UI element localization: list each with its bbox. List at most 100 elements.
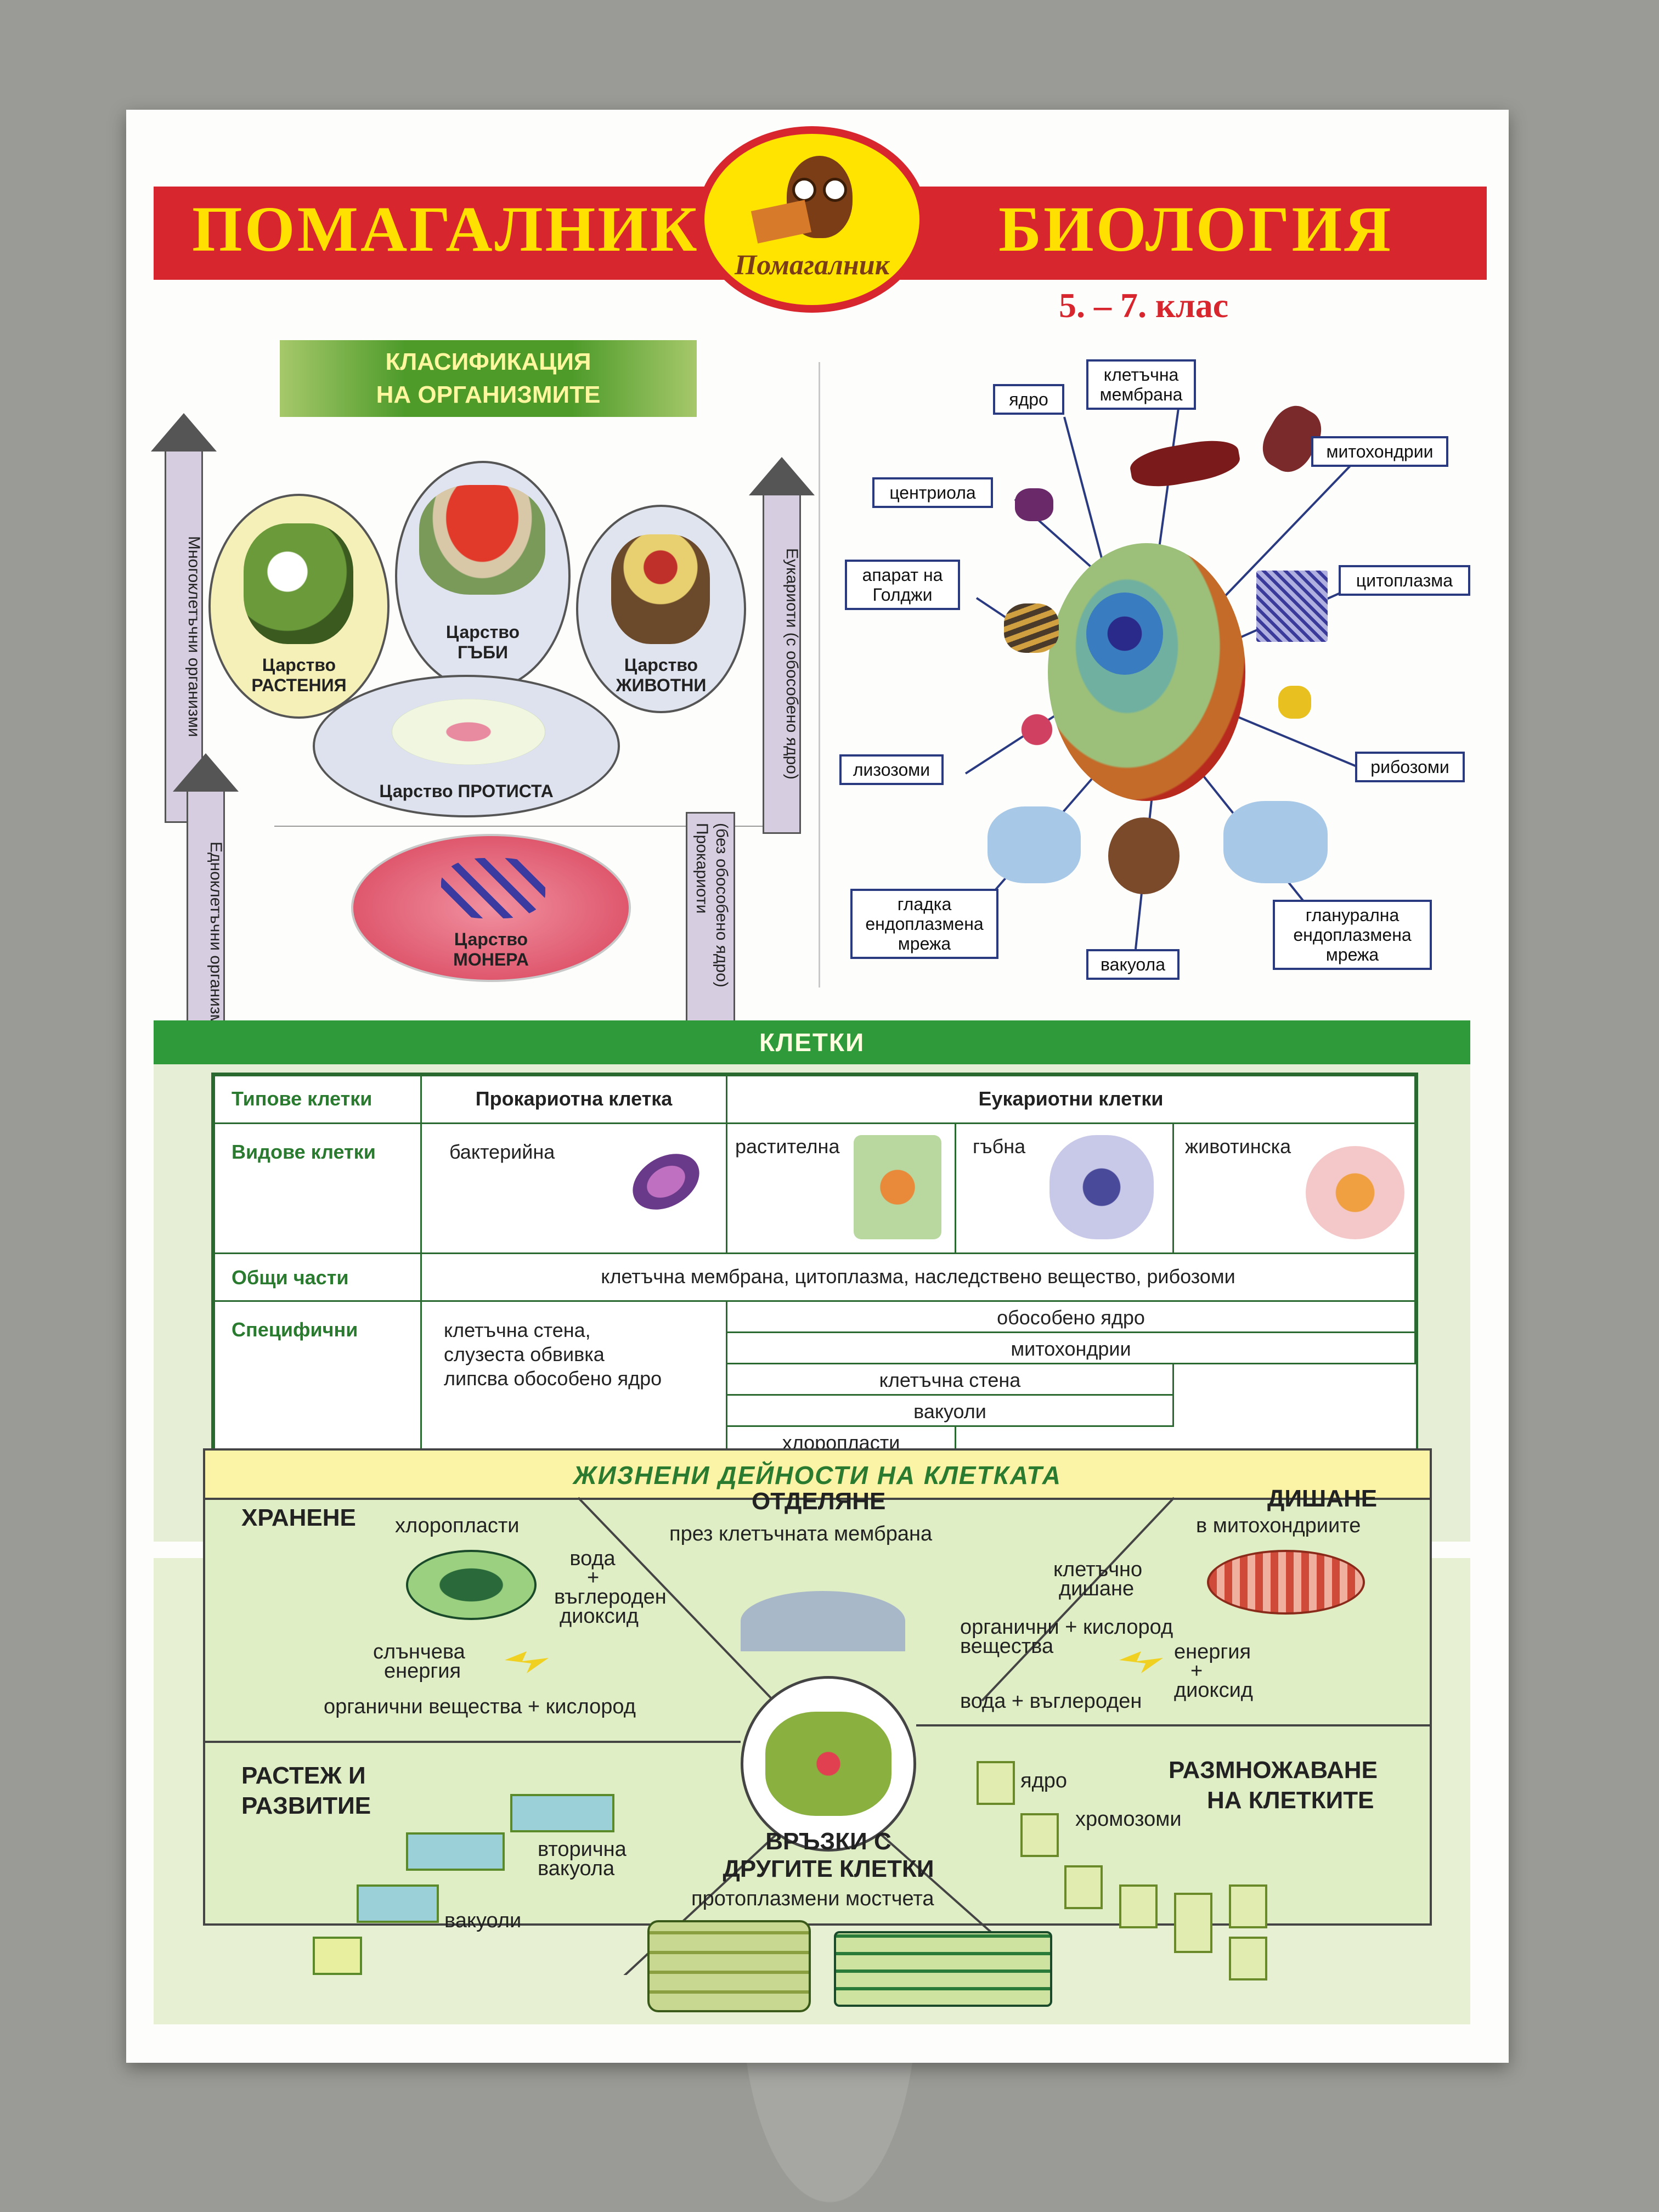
- plant-cell-central: [765, 1712, 891, 1816]
- header-left-title: ПОМАГАЛНИК: [192, 193, 699, 265]
- fungal-cell-cell: гъбна: [955, 1122, 1174, 1254]
- kingdom-animals: Царство ЖИВОТНИ: [576, 505, 746, 713]
- respiration-subtitle: в митохондриите: [1196, 1514, 1361, 1537]
- animal-cell-image: [1306, 1146, 1404, 1239]
- respiration-org-1: органични + кислород: [960, 1616, 1173, 1639]
- label-ribosomes: рибозоми: [1355, 752, 1465, 782]
- excretion-subtitle: през клетъчната мембрана: [669, 1522, 933, 1545]
- kingdom-protists-label: Царство ПРОТИСТА: [379, 781, 554, 801]
- kingdom-monera: Царство МОНЕРА: [351, 834, 631, 982]
- respiration-cell-2: дишане: [1059, 1577, 1135, 1600]
- label-cytoplasm: цитоплазма: [1339, 565, 1470, 596]
- mushroom-image: [419, 485, 545, 595]
- respiration-title: ДИШАНЕ: [1267, 1485, 1378, 1512]
- growth-cell-1: [313, 1937, 362, 1975]
- growth-secondary-2: вакуола: [538, 1857, 615, 1880]
- label-rough-er-3: мрежа: [1325, 945, 1379, 964]
- growth-title-2: РАЗВИТИЕ: [241, 1792, 371, 1819]
- division-stage-5: [1174, 1893, 1212, 1953]
- centriole-image: [1015, 488, 1053, 521]
- prokaryote-specific-3: липсва обособено ядро: [444, 1367, 662, 1390]
- nucleus-shape: [1086, 592, 1163, 675]
- chloroplast-icon: [406, 1550, 537, 1620]
- connections-title-2: ДРУГИТЕ КЛЕТКИ: [723, 1855, 934, 1882]
- animal-cell-model: [1048, 543, 1245, 801]
- fungal-label: гъбна: [973, 1135, 1026, 1158]
- growth-cell-2: [357, 1884, 439, 1923]
- smooth-er-image: [988, 806, 1081, 883]
- label-lysosomes: лизозоми: [839, 754, 944, 785]
- growth-vacuoles: вакуоли: [444, 1909, 522, 1932]
- nutrition-result: органични вещества + кислород: [324, 1695, 636, 1718]
- growth-cell-4: [510, 1794, 614, 1832]
- goldfinch-image: [611, 534, 710, 644]
- respiration-result: вода + въглероден: [960, 1690, 1142, 1713]
- prokaryote-specific-2: слузеста обвивка: [444, 1343, 605, 1365]
- mitochondrion-icon: [1207, 1550, 1365, 1615]
- animal-cell-cell: животинска: [1172, 1122, 1416, 1254]
- nutrition-sun-2: енергия: [384, 1660, 461, 1683]
- division-stage-3: [1064, 1865, 1103, 1909]
- connections-subtitle: протоплазмени мостчета: [691, 1887, 934, 1910]
- snowdrop-image: [244, 523, 353, 644]
- label-golgi-2: Голджи: [872, 585, 933, 605]
- cytoplasm-image: [1256, 571, 1328, 642]
- reproduction-title-2: НА КЛЕТКИТЕ: [1207, 1787, 1374, 1814]
- label-golgi: апарат на Голджи: [845, 560, 960, 610]
- logo-text: Помагалник: [734, 250, 890, 281]
- growth-secondary-1: вторична: [538, 1838, 627, 1861]
- animal-label: животинска: [1185, 1135, 1291, 1158]
- label-smooth-er-3: мрежа: [898, 934, 951, 953]
- plasmodesmata-image: [834, 1931, 1052, 2007]
- respiration-dioxide: диоксид: [1174, 1679, 1253, 1702]
- arrow-eukaryotes: [749, 457, 815, 834]
- label-rough-er: гланурална ендоплазмена мрежа: [1273, 900, 1432, 970]
- reproduction-chromosomes: хромозоми: [1075, 1808, 1182, 1831]
- kingdom-animals-label2: ЖИВОТНИ: [616, 675, 707, 695]
- label-vacuole: вакуола: [1086, 949, 1180, 980]
- kingdom-plants-label2: РАСТЕНИЯ: [251, 675, 347, 695]
- kingdom-plants-label1: Царство: [262, 655, 336, 675]
- nutrition-sun-1: слънчева: [373, 1640, 465, 1663]
- label-rough-er-2: ендоплазмена: [1293, 925, 1412, 945]
- activities-title: ЖИЗНЕНИ ДЕЙНОСТИ НА КЛЕТКАТА: [205, 1451, 1430, 1500]
- cells-section-title: КЛЕТКИ: [154, 1020, 1470, 1064]
- kingdom-monera-label1: Царство: [454, 929, 528, 949]
- respiration-plus: +: [1190, 1660, 1203, 1683]
- nutrition-chloroplasts: хлоропласти: [395, 1514, 520, 1537]
- kingdom-plants: Царство РАСТЕНИЯ: [208, 494, 390, 719]
- prokaryote-specific-1: клетъчна стена,: [444, 1319, 591, 1341]
- reproduction-title-1: РАЗМНОЖАВАНЕ: [1169, 1757, 1378, 1784]
- divider-vertical: [819, 362, 820, 988]
- growth-title-1: РАСТЕЖ И: [241, 1762, 366, 1789]
- reproduction-nucleus: ядро: [1020, 1769, 1068, 1792]
- division-stage-2: [1020, 1813, 1059, 1857]
- grade-label: 5. – 7. клас: [1059, 286, 1229, 325]
- poster-sheet: ПОМАГАЛНИК БИОЛОГИЯ Помагалник 5. – 7. к…: [126, 110, 1509, 2063]
- label-mitochondria: митохондрии: [1311, 436, 1448, 467]
- bacteria-image: [441, 858, 545, 918]
- classification-banner-line1: КЛАСИФИКАЦИЯ: [385, 348, 591, 375]
- plant-label: растителна: [735, 1135, 840, 1158]
- rough-er-image: [1223, 801, 1328, 883]
- label-smooth-er-2: ендоплазмена: [865, 914, 984, 934]
- connected-cells-image: [647, 1920, 811, 2012]
- bacterial-label: бактерийна: [449, 1141, 555, 1163]
- label-rough-er-1: гланурална: [1305, 905, 1400, 925]
- label-smooth-er-1: гладка: [897, 894, 952, 914]
- divider-prokaryote: [274, 826, 779, 827]
- label-golgi-1: апарат на: [862, 565, 943, 585]
- nutrition-co2-1: въглероден: [554, 1585, 667, 1609]
- label-prokaryotes-sub: (без обособено ядро): [713, 823, 731, 988]
- connections-title-1: ВРЪЗКИ С: [765, 1828, 891, 1855]
- membrane-arc-image: [741, 1591, 905, 1651]
- classification-banner: КЛАСИФИКАЦИЯ НА ОРГАНИЗМИТЕ: [280, 340, 697, 417]
- label-unicellular: Едноклетъчни организми: [207, 841, 225, 1035]
- golgi-image: [1004, 603, 1059, 653]
- respiration-cell-1: клетъчно: [1053, 1558, 1143, 1581]
- vacuole-image: [1108, 817, 1180, 894]
- kingdom-protists: Царство ПРОТИСТА: [313, 675, 620, 817]
- ribosome-image: [1278, 686, 1311, 719]
- label-membrane-1: клетъчна: [1103, 365, 1179, 385]
- central-cell-image: [741, 1676, 916, 1852]
